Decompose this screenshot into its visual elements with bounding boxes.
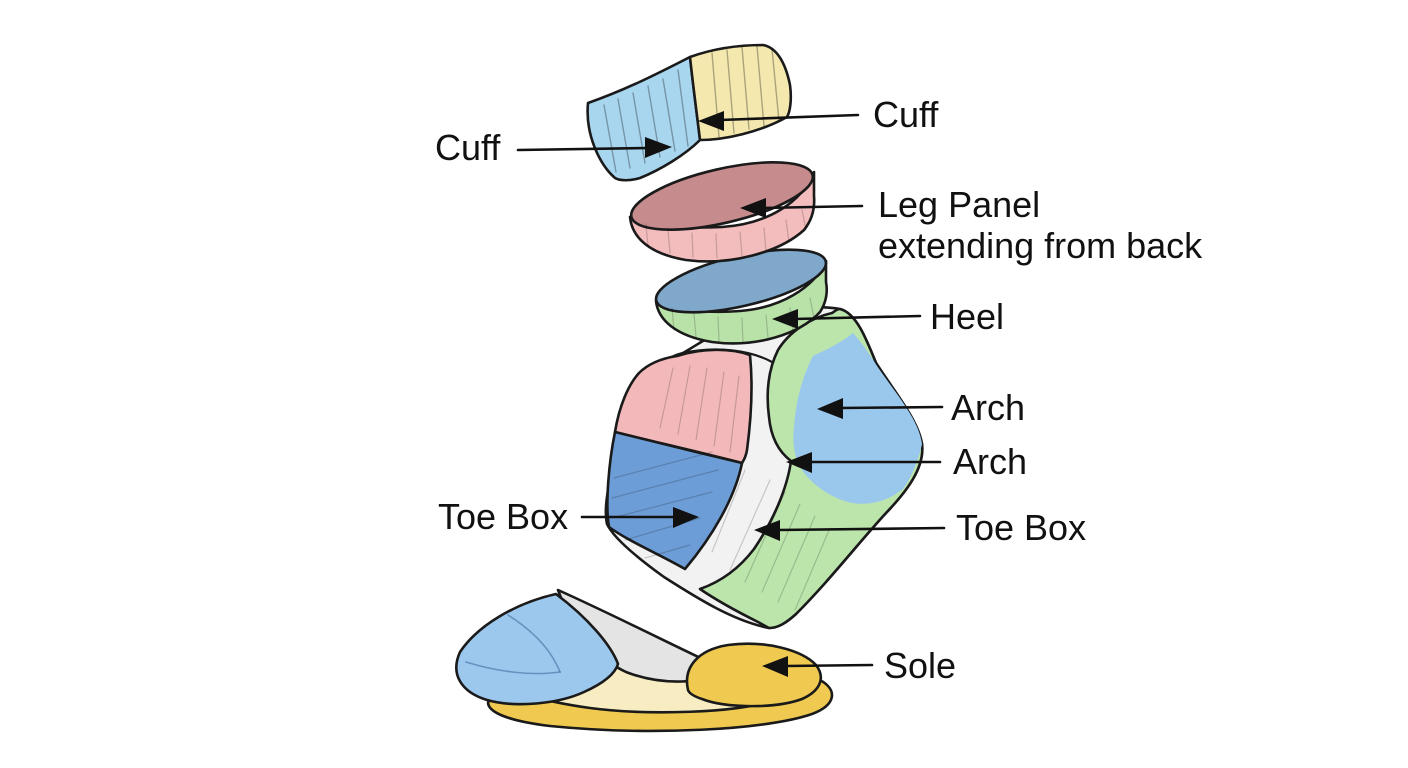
label-arch-upper: Arch — [951, 387, 1026, 428]
cuff-ribs — [603, 45, 780, 173]
arrow-arch-lower — [786, 452, 942, 473]
label-leg-panel: Leg Panel extending from back — [878, 184, 1202, 267]
leg-panel-top — [629, 161, 815, 231]
label-toe-box-right: Toe Box — [956, 507, 1087, 548]
arrow-heel — [772, 309, 922, 329]
label-cuff-left: Cuff — [435, 127, 501, 168]
leg-panel-band — [628, 161, 816, 263]
arrow-sole — [762, 656, 874, 677]
toe-cap-seam-upper — [507, 614, 561, 673]
pink-panel-ribs — [659, 365, 740, 453]
arrow-cuff-left — [516, 137, 672, 158]
label-heel: Heel — [930, 296, 1005, 337]
toe-cap-seam-lower — [465, 661, 561, 675]
arrow-toe-box-right — [754, 520, 946, 541]
arrow-toe-box-left — [580, 507, 699, 528]
panel-blue-toe-box — [606, 430, 744, 571]
arch-area — [793, 333, 922, 504]
arrow-cuff-right — [698, 111, 860, 131]
cuff — [586, 43, 793, 182]
toe-cap — [455, 592, 620, 706]
blue-panel-ribs — [611, 451, 719, 559]
cuff-blue-half — [586, 55, 702, 182]
label-leg-panel-line1: Leg Panel — [878, 184, 1041, 225]
sole-gold-lobe — [685, 642, 823, 708]
arrow-leg-panel — [740, 198, 864, 218]
heel-band-ribs — [671, 297, 815, 343]
label-leg-panel-line2: extending from back — [878, 225, 1203, 267]
label-toe-box-left: Toe Box — [438, 496, 569, 537]
annotation-arrows — [516, 111, 946, 677]
green-panel-ribs — [711, 469, 831, 611]
label-cuff-right: Cuff — [873, 94, 939, 135]
sole-assembly — [455, 588, 834, 733]
sock-body — [604, 305, 924, 630]
label-sole: Sole — [884, 645, 957, 686]
label-arch-lower: Arch — [953, 441, 1028, 482]
arrow-arch-upper — [817, 398, 944, 419]
leg-panel-side — [628, 170, 816, 263]
leg-panel-ribs — [645, 209, 807, 259]
